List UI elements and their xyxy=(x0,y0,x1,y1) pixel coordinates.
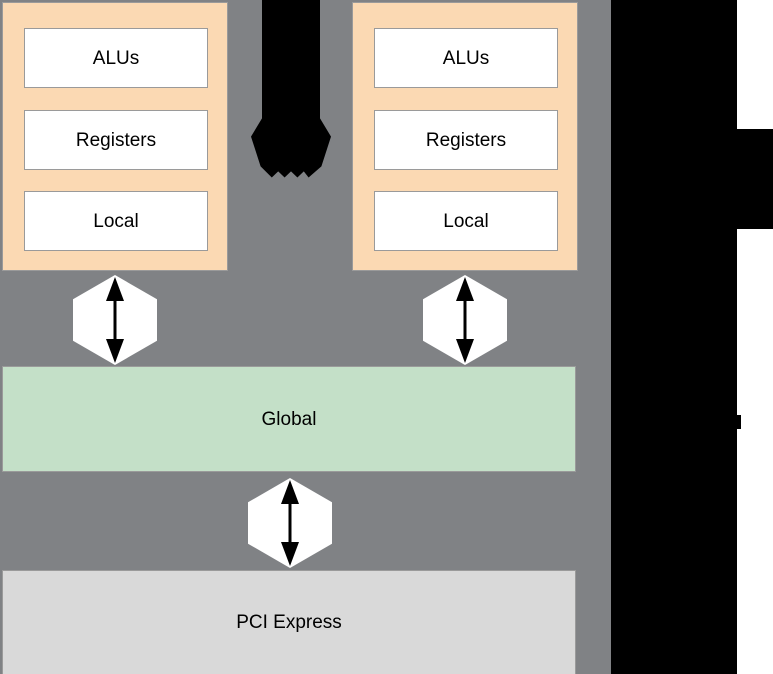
connector-right-bidirectional-arrow xyxy=(423,275,507,365)
block-pci-express: PCI Express xyxy=(2,570,576,674)
block-registers-left: Registers xyxy=(24,110,208,170)
block-local-right: Local xyxy=(374,191,558,251)
block-global-memory: Global xyxy=(2,366,576,472)
double-arrow-icon xyxy=(456,277,474,363)
double-arrow-icon xyxy=(106,277,124,363)
block-alus-right: ALUs xyxy=(374,28,558,88)
double-arrow-icon xyxy=(281,480,299,566)
occlusion-right-d xyxy=(611,415,741,429)
block-alus-left: ALUs xyxy=(24,28,208,88)
compute-unit-left: ALUs Registers Local xyxy=(2,2,228,271)
occlusion-right-e xyxy=(611,429,737,674)
connector-left-bidirectional-arrow xyxy=(73,275,157,365)
block-local-left: Local xyxy=(24,191,208,251)
occlusion-right-b xyxy=(611,129,773,229)
compute-unit-right: ALUs Registers Local xyxy=(352,2,578,271)
block-registers-right: Registers xyxy=(374,110,558,170)
occlusion-pointer-tip xyxy=(251,118,331,178)
connector-bottom-bidirectional-arrow xyxy=(248,478,332,568)
occlusion-pointer-stem xyxy=(262,0,320,125)
occlusion-right-c xyxy=(611,229,737,415)
occlusion-right-a xyxy=(611,0,737,129)
